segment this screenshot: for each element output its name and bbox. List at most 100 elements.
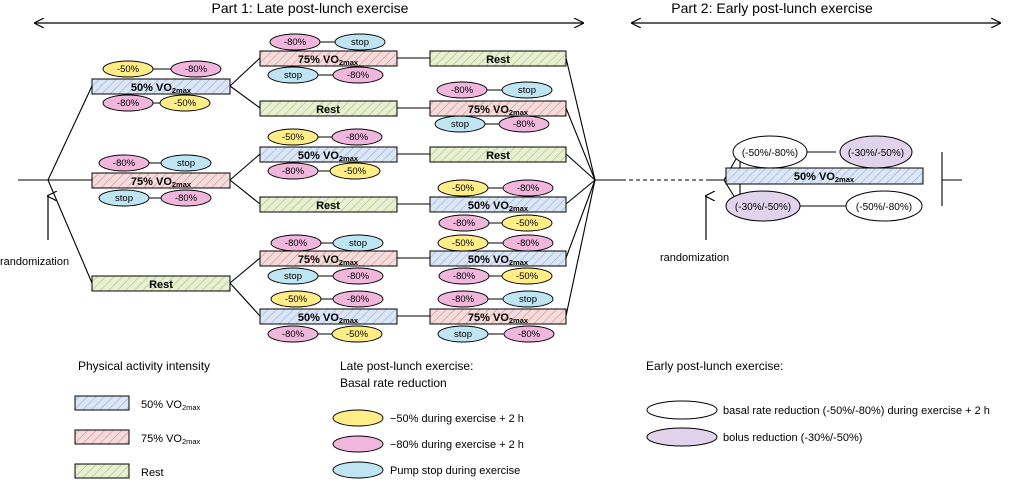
svg-text:-50%: -50% <box>344 166 367 177</box>
reduction-80-oval: -80% <box>269 33 321 51</box>
reduction-80-oval: -80% <box>331 128 383 146</box>
svg-text:-80%: -80% <box>113 158 136 169</box>
reduction-80-oval: -80% <box>270 234 322 252</box>
svg-text:basal rate reduction (-50%/-80: basal rate reduction (-50%/-80%) during … <box>723 405 990 417</box>
svg-text:Rest: Rest <box>486 150 510 162</box>
svg-text:(-30%/-50%): (-30%/-50%) <box>735 202 791 213</box>
legend-early-basal: basal rate reduction (-50%/-80%) during … <box>646 400 990 420</box>
legend-late-80: −80% during exercise + 2 h <box>332 435 524 453</box>
svg-text:Rest: Rest <box>486 54 510 66</box>
intensity-box-75: 75% VO2max <box>91 172 231 189</box>
svg-text:-50%: -50% <box>282 132 305 143</box>
svg-text:(-30%/-50%): (-30%/-50%) <box>848 148 904 159</box>
svg-text:(-50%/-80%): (-50%/-80%) <box>742 148 798 159</box>
reduction-80-oval: -80% <box>436 81 488 99</box>
randomization-label-part2: randomization <box>660 252 729 264</box>
pump-stop-oval: stop <box>334 33 386 51</box>
svg-text:-80%: -80% <box>451 85 474 96</box>
legend-early-bolus: bolus reduction (-30%/-50%) <box>646 427 862 447</box>
svg-text:-80%: -80% <box>282 329 305 340</box>
reduction-50-oval: -50% <box>102 60 154 78</box>
reduction-80-oval: -80% <box>438 267 490 285</box>
svg-text:50% VO2max: 50% VO2max <box>141 399 201 412</box>
intensity-box-rest: Rest <box>259 196 398 213</box>
intensity-box-50: 50% VO2max <box>429 250 567 267</box>
svg-text:-80%: -80% <box>285 238 308 249</box>
reduction-50-oval: -50% <box>329 162 381 180</box>
svg-text:75% VO2max: 75% VO2max <box>298 54 359 67</box>
svg-text:stop: stop <box>351 37 369 48</box>
legend-intensity-rest: Rest <box>74 463 164 479</box>
reduction-50-oval: -50% <box>501 214 553 232</box>
part2-title: Part 2: Early post-lunch exercise <box>671 0 873 16</box>
svg-text:-50%: -50% <box>516 271 539 282</box>
svg-text:-50%: -50% <box>346 329 369 340</box>
svg-text:Rest: Rest <box>316 104 340 116</box>
svg-text:-80%: -80% <box>518 329 541 340</box>
svg-text:stop: stop <box>451 119 469 130</box>
svg-text:-50%: -50% <box>452 183 475 194</box>
svg-text:75% VO2max: 75% VO2max <box>468 104 529 117</box>
reduction-50-oval: -50% <box>501 267 553 285</box>
svg-text:Rest: Rest <box>149 279 173 291</box>
svg-text:-80%: -80% <box>517 183 540 194</box>
svg-text:stop: stop <box>349 238 367 249</box>
svg-text:-50%: -50% <box>285 294 308 305</box>
reduction-80-oval: -80% <box>437 290 489 308</box>
reduction-80-oval: -80% <box>332 290 384 308</box>
reduction-80-oval: -80% <box>498 115 550 133</box>
part2-bolus-oval-a: (-30%/-50%) <box>839 135 913 169</box>
svg-text:-80%: -80% <box>175 193 198 204</box>
legend-late-title: Late post-lunch exercise: <box>340 359 473 373</box>
svg-text:50% VO2max: 50% VO2max <box>298 312 359 325</box>
svg-text:50% VO2max: 50% VO2max <box>794 171 855 184</box>
svg-text:75% VO2max: 75% VO2max <box>298 254 359 267</box>
svg-text:Rest: Rest <box>316 200 340 212</box>
intensity-box-75: 75% VO2max <box>429 308 567 325</box>
intensity-box-75: 75% VO2max <box>429 100 567 117</box>
svg-text:-80%: -80% <box>117 98 140 109</box>
svg-text:-80%: -80% <box>347 294 370 305</box>
legend-late-subtitle: Basal rate reduction <box>340 376 447 390</box>
reduction-80-oval: -80% <box>332 66 384 84</box>
part1-title: Part 1: Late post-lunch exercise <box>212 0 409 16</box>
reduction-80-oval: -80% <box>102 94 154 112</box>
svg-text:-80%: -80% <box>185 64 208 75</box>
reduction-80-oval: -80% <box>332 267 384 285</box>
svg-text:−50% during exercise + 2 h: −50% during exercise + 2 h <box>390 413 524 425</box>
svg-text:-80%: -80% <box>282 166 305 177</box>
pump-stop-oval: stop <box>332 234 384 252</box>
reduction-50-oval: -50% <box>159 94 211 112</box>
svg-text:75% VO2max: 75% VO2max <box>468 312 529 325</box>
svg-text:-80%: -80% <box>346 132 369 143</box>
svg-text:50% VO2max: 50% VO2max <box>468 200 529 213</box>
reduction-50-oval: -50% <box>437 179 489 197</box>
intensity-box-50: 50% VO2max <box>259 308 398 325</box>
svg-text:stop: stop <box>454 329 472 340</box>
intensity-box-50: 50% VO2max <box>91 78 231 95</box>
pump-stop-oval: stop <box>501 81 553 99</box>
intensity-box-rest: Rest <box>429 146 567 163</box>
svg-text:stop: stop <box>177 158 195 169</box>
part2-bolus-oval-b: (-30%/-50%) <box>725 190 801 222</box>
svg-text:Rest: Rest <box>141 467 164 479</box>
svg-text:-50%: -50% <box>117 64 140 75</box>
intensity-box-rest: Rest <box>259 100 398 117</box>
svg-text:stop: stop <box>284 271 302 282</box>
svg-text:-50%: -50% <box>516 218 539 229</box>
legend-intensity-75: 75% VO2max <box>74 429 201 446</box>
pump-stop-oval: stop <box>502 290 554 308</box>
svg-text:-80%: -80% <box>453 271 476 282</box>
reduction-80-oval: -80% <box>160 189 212 207</box>
svg-text:-80%: -80% <box>347 271 370 282</box>
reduction-80-oval: -80% <box>267 325 319 343</box>
pump-stop-oval: stop <box>267 267 319 285</box>
intensity-box-75: 75% VO2max <box>259 50 398 67</box>
legend-intensity-50: 50% VO2max <box>74 395 201 412</box>
svg-text:stop: stop <box>115 193 133 204</box>
svg-text:-80%: -80% <box>453 218 476 229</box>
pump-stop-oval: stop <box>267 66 319 84</box>
reduction-50-oval: -50% <box>267 128 319 146</box>
svg-text:-80%: -80% <box>517 238 540 249</box>
intensity-box-50: 50% VO2max <box>429 196 567 213</box>
